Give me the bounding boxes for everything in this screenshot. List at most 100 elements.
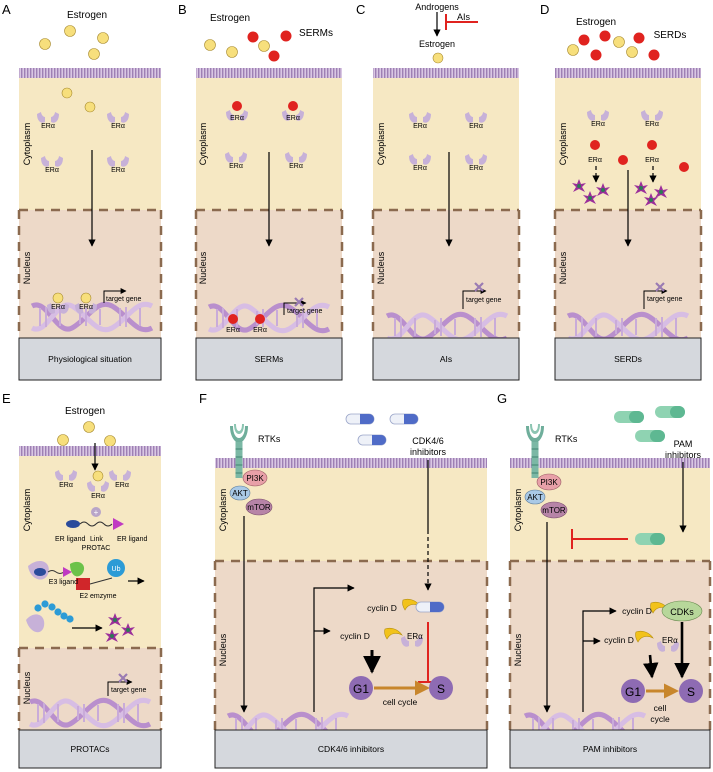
pi3k-label: PI3K bbox=[540, 478, 558, 487]
cell-membrane bbox=[215, 458, 487, 468]
estrogen-label: Estrogen bbox=[419, 39, 455, 49]
panel-caption: CDK4/6 inhibitors bbox=[318, 744, 384, 754]
mtor-node bbox=[245, 498, 273, 516]
cytoplasm-label: Cytoplasm bbox=[198, 123, 208, 166]
capsule-icon bbox=[357, 434, 387, 446]
mtor-node bbox=[540, 501, 568, 519]
nucleus-region bbox=[510, 561, 710, 730]
cyclin-d-label: cyclin D bbox=[340, 631, 370, 641]
target-gene-label: target gene bbox=[111, 687, 147, 694]
era-label: ERα bbox=[59, 482, 73, 489]
bound-serd bbox=[590, 140, 600, 150]
nucleus-label: Nucleus bbox=[22, 251, 32, 284]
target-gene-label: target gene bbox=[647, 296, 683, 303]
caption-box bbox=[372, 337, 520, 381]
cell-membrane bbox=[19, 68, 161, 78]
tablet-icon bbox=[655, 406, 685, 418]
estrogen-molecules bbox=[567, 36, 638, 58]
panel-a: A Estrogen Cytoplasm Nucleus ERα ERα ERα… bbox=[2, 2, 163, 381]
e2-enzyme-shape bbox=[76, 578, 90, 590]
akt-label: AKT bbox=[527, 493, 543, 502]
akt-node bbox=[229, 485, 251, 501]
blocked-cross-icon bbox=[118, 673, 128, 683]
mtor-label: mTOR bbox=[247, 503, 271, 512]
bound-serd bbox=[647, 140, 657, 150]
era-label: ERα bbox=[407, 632, 423, 641]
era-label: ERα bbox=[41, 123, 55, 130]
blocked-cross-icon bbox=[474, 282, 484, 292]
era-target-shape bbox=[26, 614, 45, 633]
ais-label: AIs bbox=[457, 12, 471, 22]
estrogen-molecule bbox=[432, 52, 444, 64]
androgens-label: Androgens bbox=[415, 2, 459, 12]
panel-c: C Androgens AIs Estrogen Cytoplasm Nucle… bbox=[356, 2, 521, 381]
panel-caption: Physiological situation bbox=[48, 354, 132, 364]
free-serd bbox=[618, 155, 628, 165]
cell-membrane bbox=[555, 68, 701, 78]
progression-arrow bbox=[642, 654, 659, 679]
era-label: ERα bbox=[662, 636, 678, 645]
bound-serm bbox=[255, 314, 265, 324]
era-label: ERα bbox=[591, 121, 605, 128]
er-ligand-shape bbox=[34, 568, 46, 576]
panel-caption: SERMs bbox=[255, 354, 284, 364]
connector-line bbox=[89, 577, 113, 585]
era-label: ERα bbox=[111, 167, 125, 174]
g1-label: G1 bbox=[625, 685, 641, 699]
linker-node bbox=[91, 507, 101, 517]
estrogen-molecules bbox=[204, 39, 270, 58]
blocked-cross-icon bbox=[294, 297, 304, 307]
transcription-arrow bbox=[643, 288, 668, 309]
mtor-label: mTOR bbox=[542, 506, 566, 515]
capsule-icon bbox=[389, 413, 419, 425]
blocked-cross-icon bbox=[655, 282, 665, 292]
akt-label: AKT bbox=[232, 489, 248, 498]
serd-molecules bbox=[578, 30, 660, 61]
tablet-icon bbox=[614, 411, 644, 423]
target-gene-label: target gene bbox=[466, 297, 502, 304]
cdks-node bbox=[661, 600, 703, 622]
nucleus-label: Nucleus bbox=[558, 251, 568, 284]
transcription-branch-arrow bbox=[313, 584, 355, 712]
e3-ligand-shape bbox=[113, 518, 124, 530]
capsule-icon bbox=[345, 413, 375, 425]
panel-letter-d: D bbox=[540, 2, 549, 17]
bound-capsule-icon bbox=[415, 601, 445, 613]
plus-icon: + bbox=[94, 508, 99, 517]
estrogen-molecules bbox=[39, 25, 109, 60]
ub-icon bbox=[107, 559, 125, 577]
pi3k-node bbox=[242, 469, 268, 487]
rtks-label: RTKs bbox=[258, 434, 281, 444]
panel-letter-a: A bbox=[2, 2, 11, 17]
serm-molecules bbox=[247, 30, 292, 62]
linker-chain bbox=[47, 570, 65, 574]
g1-phase-node bbox=[621, 679, 645, 703]
cytoplasm-region bbox=[19, 78, 161, 210]
era-label: ERα bbox=[45, 167, 59, 174]
estrogen-label: Estrogen bbox=[65, 406, 105, 417]
estrogen-label: Estrogen bbox=[576, 17, 616, 28]
panel-letter-f: F bbox=[199, 391, 207, 406]
era-label: ERα bbox=[645, 157, 659, 164]
transcription-arrow bbox=[107, 679, 133, 696]
linker-chain bbox=[79, 521, 113, 527]
panel-letter-g: G bbox=[497, 391, 507, 406]
era-label: ERα bbox=[51, 304, 65, 311]
caption-box bbox=[554, 337, 702, 381]
caption-box bbox=[214, 729, 488, 769]
drug-label-line2: inhibitors bbox=[410, 447, 447, 457]
caption-box bbox=[18, 337, 162, 381]
era-label: ERα bbox=[413, 123, 427, 130]
bound-serm bbox=[228, 314, 238, 324]
link-label: Link bbox=[90, 536, 103, 543]
s-phase-node bbox=[429, 676, 453, 700]
s-phase-node bbox=[679, 679, 703, 703]
estrogen-molecules bbox=[57, 421, 116, 447]
bound-estrogen bbox=[52, 292, 64, 304]
cyclin-d-label: cyclin D bbox=[367, 603, 397, 613]
pi3k-node bbox=[536, 473, 562, 491]
drug-label-line1: PAM bbox=[674, 439, 693, 449]
target-gene-label: target gene bbox=[287, 308, 323, 315]
cytoplasm-label: Cytoplasm bbox=[513, 489, 523, 532]
